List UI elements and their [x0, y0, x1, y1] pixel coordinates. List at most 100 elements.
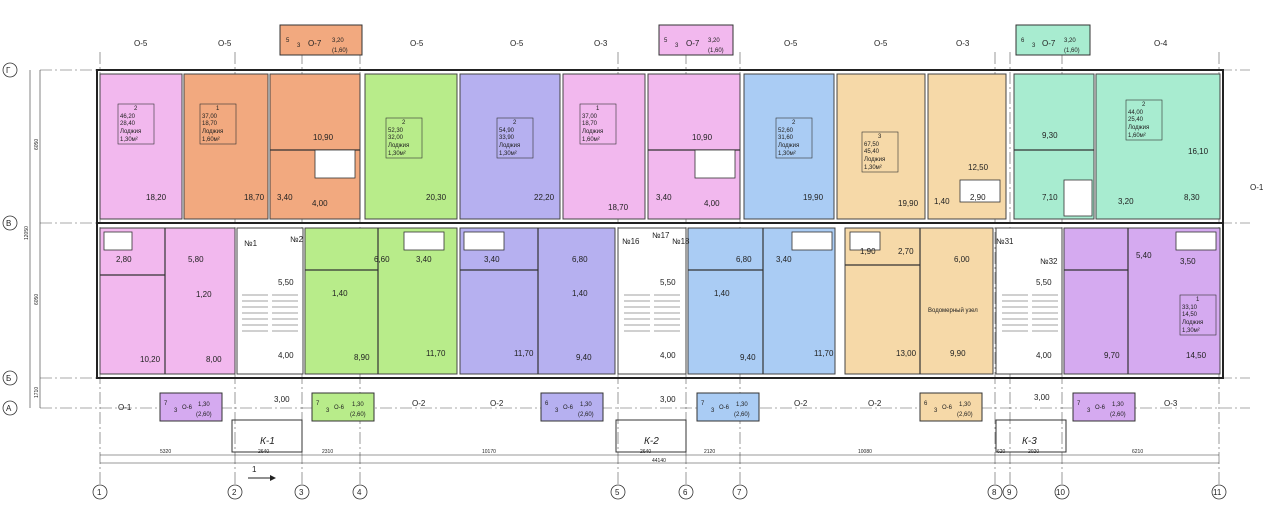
svg-text:1,60м²: 1,60м² — [1128, 133, 1146, 139]
balcony-label: 6 3 О-7 3,20 (1,60) — [1021, 38, 1080, 54]
dimension-labels: 5320 2640 2310 10170 2640 2120 10080 620… — [160, 449, 1143, 464]
svg-text:О-6: О-6 — [182, 405, 193, 411]
svg-text:1,30м²: 1,30м² — [864, 165, 882, 171]
balcony-label: 7 3 О-6 1,30 (2,60) — [316, 401, 366, 418]
svg-text:2: 2 — [513, 120, 517, 126]
room-area: 11,70 — [426, 349, 446, 358]
room-area: 3,40 — [416, 255, 432, 264]
room-area: 16,10 — [1188, 147, 1209, 156]
svg-text:1: 1 — [596, 106, 600, 112]
room-area: 3,20 — [1118, 197, 1134, 206]
room-areas-top: 18,20 18,70 10,90 3,40 4,00 20,30 22,20 … — [146, 131, 1209, 212]
room-area: 5,80 — [188, 255, 204, 264]
dimension: 2640 — [258, 449, 269, 455]
room-area: 8,30 — [1184, 193, 1200, 202]
svg-text:2: 2 — [402, 120, 406, 126]
svg-text:Лоджия: Лоджия — [1128, 125, 1149, 131]
window-label: О-1 — [118, 403, 132, 412]
entrance-label: К-2 — [644, 436, 659, 447]
axis-labels: 1 2 3 4 5 6 7 8 9 10 11 Г В Б А — [6, 66, 1222, 497]
svg-text:7: 7 — [1077, 401, 1081, 407]
room-area: 10,20 — [140, 355, 161, 364]
bathtub-icon — [463, 231, 505, 251]
svg-text:3: 3 — [1087, 408, 1091, 414]
svg-text:3: 3 — [326, 408, 330, 414]
svg-text:33,10: 33,10 — [1182, 305, 1198, 311]
dimension-total: 44140 — [652, 458, 666, 464]
apartment-info: 2 52,30 32,00 Лоджия 1,30м² — [385, 117, 423, 159]
svg-text:Лоджия: Лоджия — [499, 143, 520, 149]
svg-text:6: 6 — [545, 401, 549, 407]
svg-text:(2,60): (2,60) — [196, 412, 212, 418]
svg-text:1,30: 1,30 — [959, 402, 971, 408]
svg-text:18,70: 18,70 — [202, 121, 218, 127]
svg-text:33,90: 33,90 — [499, 135, 515, 141]
svg-text:2: 2 — [134, 106, 138, 112]
room-area: 11,70 — [814, 349, 834, 358]
balcony — [658, 24, 734, 56]
apartment-info: 1 33,10 14,50 Лоджия 1,30м² — [1179, 294, 1217, 336]
apartment-info: 1 37,00 18,70 Лоджия 1,60м² — [199, 103, 237, 145]
dimension-lines — [29, 70, 1219, 464]
axis-label: 4 — [357, 488, 362, 497]
svg-text:46,20: 46,20 — [120, 114, 136, 120]
bathrooms — [103, 149, 1217, 251]
svg-text:3: 3 — [555, 408, 559, 414]
svg-text:1: 1 — [252, 465, 257, 474]
arrow-right-icon — [270, 475, 276, 481]
svg-text:3,20: 3,20 — [708, 38, 720, 44]
room-fill — [647, 73, 741, 220]
window-label: О-2 — [794, 399, 808, 408]
svg-text:2: 2 — [792, 120, 796, 126]
bathtub-icon — [1175, 231, 1217, 251]
room-area: 13,00 — [896, 349, 917, 358]
stair-number: №1 — [244, 239, 258, 248]
room-fill — [844, 227, 994, 375]
stair-flight — [624, 294, 680, 332]
apartment-info: 1 37,00 18,70 Лоджия 1,60м² — [579, 103, 617, 145]
svg-text:7: 7 — [164, 401, 168, 407]
dimension: 620 — [997, 449, 1006, 455]
room-fill — [304, 227, 458, 375]
room-area: 8,00 — [206, 355, 222, 364]
room-area: 1,40 — [714, 289, 730, 298]
svg-text:3: 3 — [878, 134, 882, 140]
axis-label: 2 — [232, 488, 237, 497]
window-label: О-4 — [1154, 39, 1168, 48]
stairs — [242, 294, 1058, 332]
room-area: 22,20 — [534, 193, 555, 202]
room-fill — [269, 73, 361, 220]
section-mark: 1 — [248, 465, 276, 481]
svg-text:1,30: 1,30 — [1112, 402, 1124, 408]
room-area: 4,00 — [660, 351, 676, 360]
room-fill — [836, 73, 926, 220]
window-label: О-5 — [784, 39, 798, 48]
svg-text:Лоджия: Лоджия — [778, 143, 799, 149]
svg-text:3,20: 3,20 — [1064, 38, 1076, 44]
svg-text:3: 3 — [174, 408, 178, 414]
porch — [615, 419, 687, 453]
svg-text:3: 3 — [934, 408, 938, 414]
balcony-label: 6 3 О-6 1,30 (2,60) — [924, 401, 973, 418]
bottom-balcony-labels: 7 3 О-6 1,30 (2,60) 7 3 О-6 1,30 (2,60) … — [164, 401, 1126, 418]
room-area: 3,40 — [277, 193, 293, 202]
room-area: 2,90 — [970, 193, 986, 202]
top-balcony-labels: 5 3 О-7 3,20 (1,60) 5 3 О-7 3,20 (1,60) … — [286, 38, 1080, 54]
apartment-info: 2 44,00 25,40 Лоджия 1,60м² — [1125, 99, 1163, 141]
svg-text:1,30м²: 1,30м² — [499, 151, 517, 157]
room-area: 4,00 — [278, 351, 294, 360]
dimension: 6210 — [1132, 449, 1143, 455]
svg-text:37,00: 37,00 — [202, 114, 218, 120]
balcony-label: 5 3 О-7 3,20 (1,60) — [286, 38, 348, 54]
stair-number: №16 — [622, 237, 640, 246]
dimension: 2020 — [1028, 449, 1039, 455]
window-label: О-5 — [134, 39, 148, 48]
window-label: О-2 — [490, 399, 504, 408]
svg-text:О-6: О-6 — [1095, 405, 1106, 411]
svg-text:54,90: 54,90 — [499, 128, 515, 134]
svg-text:3: 3 — [711, 408, 715, 414]
svg-text:1: 1 — [216, 106, 220, 112]
axis-bubbles — [2, 62, 1227, 500]
room-area: 14,50 — [1186, 351, 1207, 360]
